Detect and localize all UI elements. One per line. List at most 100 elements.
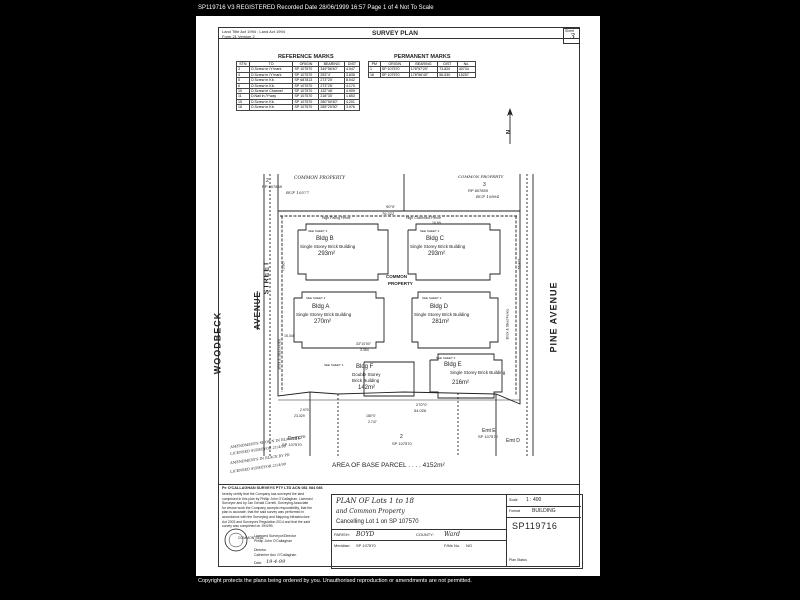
bldg-f-sheet: SEE SHEET 3 (324, 363, 344, 367)
bldg-d-name: Bldg D (430, 304, 449, 310)
emt-e-plan: SP 107570 (478, 434, 498, 439)
table-cell: SP 107570 (292, 66, 320, 73)
table-cell: SP 107570 (379, 71, 410, 79)
table-cell: SP 687813 (292, 77, 320, 84)
plan-common: and Common Property (336, 508, 405, 515)
bottom-lot-plan: SP 107570 (392, 441, 412, 446)
bldg-e-area: 216m² (452, 380, 470, 386)
top-fence2-label: High Colorbond Fence (406, 216, 442, 220)
table-cell: 3.835 (343, 71, 361, 79)
common-property-1: COMMON (386, 274, 407, 279)
dim-7: 23.329 (294, 414, 305, 418)
left-fence-label: Brick & Steel Fence (277, 338, 282, 370)
building-f-outline (363, 361, 415, 397)
fm-label: F/Ms No. (444, 543, 461, 548)
bldg-a-sheet: SEE SHEET 2 (306, 296, 326, 300)
top-left-lot-plan: RP 807859 (262, 184, 282, 189)
bldg-a-type: Single Storey Brick Building (296, 312, 352, 317)
street-right-name: PINE AVENUE (548, 281, 559, 353)
certificate-line: Act 2003 and Surveyors Regulation 2014 a… (222, 519, 310, 524)
table-cell: 178°57'20" (408, 66, 439, 73)
bldg-b-area: 293m² (318, 251, 336, 257)
table-cell: SP 107570 (379, 66, 410, 73)
building-e-outline (429, 353, 503, 399)
bldg-a-area: 270m² (314, 319, 332, 325)
scale-value: 1 : 400 (526, 497, 542, 503)
date-value: 19-4-99 (266, 559, 286, 565)
bottom-lot-number: 2 (400, 434, 403, 440)
meridian-label: Meridian: (334, 543, 351, 548)
plan-drawing (263, 174, 534, 456)
bldg-f-type2: Brick Building (352, 378, 380, 383)
format-label: Format (509, 509, 521, 513)
survey-plan-page: Land Title Act 1994 ; Land Act 1994 Form… (196, 16, 600, 576)
top-right-lot-plan: RP 807859 (468, 188, 488, 193)
col-origin: ORIGIN (292, 60, 320, 68)
dim-2: 3.364 (360, 348, 369, 352)
licensed-name: Phillip John O'Callaghan (254, 539, 293, 543)
street-left-new: STREET (263, 260, 271, 295)
document-header: SP119716 V3 REGISTERED Recorded Date 28/… (198, 5, 434, 11)
page-title: SURVEY PLAN (372, 30, 418, 37)
plan-status: Plan Status (509, 558, 527, 562)
fm-value: NO (466, 543, 472, 548)
table-cell: 4.047 (343, 66, 361, 73)
scale-label: Scale (509, 498, 518, 502)
table-cell: 3.976 (343, 104, 361, 111)
table-cell: 56.530 (437, 71, 458, 79)
emt-d: Emt D (506, 438, 520, 444)
bldg-b-sheet: SEE SHEET 3 (308, 229, 328, 233)
director-label: Director (254, 548, 267, 552)
table-cell: SP 107570 (292, 82, 320, 90)
acts-line: Land Title Act 1994 ; Land Act 1994 (222, 29, 285, 34)
title-block-col (506, 494, 507, 567)
bldg-c-name: Bldg C (426, 236, 445, 242)
dim-1: 33°10'00" (356, 342, 371, 346)
table-cell: 8.042 (343, 77, 361, 84)
certificate-line: comprised in this plan by Phillip John O… (222, 496, 313, 501)
col-pm-origin: ORIGIN (379, 60, 410, 68)
dim-9: 70.867 (281, 260, 286, 272)
certificate-line: Surveyor and by Jan Gerald Cornell, Surv… (222, 501, 309, 506)
common-property-2: PROPERTY (388, 281, 413, 286)
top-dim-short: 16.69 (432, 221, 441, 225)
bldg-d-type: Single Storey Brick Building (414, 312, 470, 317)
street-left-name: WOODBECK (212, 311, 223, 375)
bldg-e-sheet: SEE SHEET 3 (436, 356, 456, 360)
meridian-divider (331, 540, 506, 541)
table-cell: SP 107570 (292, 71, 320, 79)
title-block (331, 494, 583, 569)
top-right-lot-number: 3 (483, 182, 486, 188)
building-b-outline (297, 223, 389, 281)
plan-cancelling: Cancelling Lot 1 on SP 107570 (336, 519, 419, 525)
building-c-outline (407, 223, 501, 281)
top-right-lot-note: BUP 10894 (476, 194, 499, 199)
county-value: Ward (444, 531, 460, 538)
table-cell: SP 107570 (292, 98, 320, 106)
bldg-c-type: Single Storey Brick Building (410, 244, 466, 249)
col-pm-no: No. (456, 60, 477, 68)
table-cell: 178°56'40" (408, 71, 439, 79)
bldg-b-name: Bldg B (316, 236, 334, 242)
plan-number: SP119716 (512, 521, 558, 531)
dim-6: 2.747 (368, 420, 377, 424)
area-of-base-parcel: AREA OF BASE PARCEL . . . . 4152m² (332, 462, 445, 469)
certificate-line: plan is accurate, that the said survey w… (222, 510, 304, 515)
format-value: BUILDING (532, 508, 556, 514)
common-seal-icon (224, 528, 248, 552)
top-fence-label: High Paling Fence (322, 216, 351, 220)
permanent-marks-title: PERMANENT MARKS (394, 54, 451, 60)
dim-10: 55.877 (517, 258, 522, 270)
title-block-divider (218, 484, 580, 485)
parish-label: PARISH: (334, 532, 350, 537)
parcel-boundary (277, 210, 521, 405)
certificate-line: for whose work the Company accepts respo… (222, 505, 313, 510)
top-dim-dist: 76.322 (382, 211, 395, 216)
